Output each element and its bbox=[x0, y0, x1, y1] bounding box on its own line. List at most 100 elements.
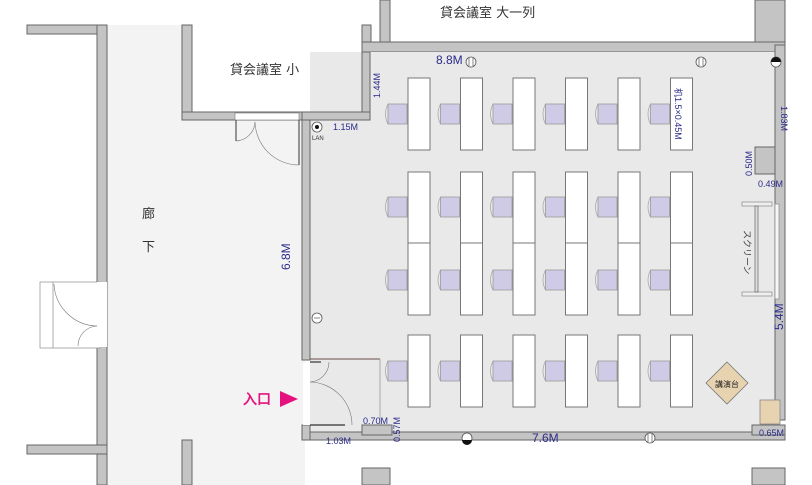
chair-back bbox=[490, 360, 494, 382]
desk bbox=[407, 171, 431, 244]
pillar bbox=[361, 424, 393, 436]
desk bbox=[565, 242, 588, 316]
dim-width-bottom: 7.6M bbox=[532, 431, 559, 445]
desk bbox=[670, 242, 693, 316]
chair bbox=[597, 196, 618, 218]
wall bbox=[301, 111, 311, 361]
chair-back bbox=[647, 360, 651, 382]
chair-back bbox=[490, 269, 494, 291]
chair bbox=[545, 360, 565, 382]
wall bbox=[301, 111, 371, 121]
chair bbox=[387, 103, 408, 125]
chair-back bbox=[437, 196, 441, 218]
chair-back bbox=[542, 103, 546, 125]
lan-label: LAN bbox=[312, 136, 324, 142]
chair bbox=[492, 196, 513, 218]
chair bbox=[545, 103, 565, 125]
podium-label: 講演台 bbox=[715, 379, 739, 389]
wall bbox=[379, 0, 391, 46]
chair bbox=[545, 269, 565, 291]
dim-1-83: 1.83M bbox=[779, 106, 789, 131]
floor-outlet-icon bbox=[770, 56, 782, 68]
wall bbox=[361, 51, 371, 121]
chair bbox=[492, 103, 513, 125]
dim-0-50: 0.50M bbox=[744, 151, 754, 176]
desk bbox=[407, 242, 431, 316]
dim-height-left: 6.8M bbox=[279, 243, 293, 270]
desk bbox=[670, 334, 693, 408]
plan-title: 貸会議室 大一列 bbox=[440, 5, 535, 21]
chair-back bbox=[437, 360, 441, 382]
dim-width-top: 8.8M bbox=[436, 53, 463, 67]
chair-back bbox=[595, 103, 599, 125]
chair bbox=[545, 196, 565, 218]
chair bbox=[650, 269, 670, 291]
desk bbox=[565, 334, 588, 408]
chair bbox=[492, 269, 513, 291]
chair-back bbox=[385, 196, 389, 218]
lan-port-icon bbox=[311, 121, 323, 133]
adjacent-room bbox=[390, 0, 755, 42]
chair bbox=[440, 103, 460, 125]
dim-1-44: 1.44M bbox=[372, 73, 382, 98]
dim-1-03: 1.03M bbox=[326, 436, 351, 446]
desk bbox=[460, 171, 483, 244]
entrance-arrow-icon bbox=[280, 391, 298, 407]
dim-0-70: 0.70M bbox=[363, 416, 388, 426]
chair bbox=[650, 196, 670, 218]
corridor-label-2: 下 bbox=[142, 240, 155, 255]
chair-back bbox=[385, 269, 389, 291]
wall bbox=[361, 467, 391, 485]
entrance-vestibule bbox=[303, 358, 381, 426]
dim-0-57: 0.57M bbox=[392, 417, 402, 442]
desk bbox=[565, 77, 588, 151]
chair bbox=[597, 103, 618, 125]
chair-back bbox=[647, 103, 651, 125]
outlet-icon bbox=[465, 56, 477, 68]
chair bbox=[492, 360, 513, 382]
chair bbox=[387, 269, 408, 291]
dim-height-right: 5.4M bbox=[772, 303, 786, 330]
dim-0-49: 0.49M bbox=[758, 179, 783, 189]
chair-back bbox=[542, 360, 546, 382]
podium bbox=[705, 361, 749, 405]
chair-back bbox=[595, 196, 599, 218]
screen-label: スクリーン bbox=[741, 230, 752, 275]
furniture bbox=[385, 77, 693, 408]
desk bbox=[512, 171, 536, 244]
desk bbox=[670, 77, 693, 151]
chair-back bbox=[647, 269, 651, 291]
chair bbox=[650, 360, 670, 382]
desk bbox=[617, 242, 641, 316]
chair-back bbox=[595, 269, 599, 291]
outlet-icon bbox=[644, 432, 656, 444]
chair bbox=[440, 269, 460, 291]
wall bbox=[96, 24, 108, 485]
wall bbox=[301, 424, 311, 441]
pillar bbox=[751, 424, 786, 436]
floor-outlet-icon bbox=[461, 432, 473, 445]
dim-1-15: 1.15M bbox=[333, 122, 358, 132]
chair-back bbox=[647, 196, 651, 218]
chair bbox=[650, 103, 670, 125]
desk bbox=[407, 77, 431, 151]
wall bbox=[181, 439, 193, 485]
chair-back bbox=[385, 360, 389, 382]
wall bbox=[181, 24, 193, 121]
outlet-icon bbox=[311, 312, 323, 324]
entrance-label: 入口 bbox=[243, 392, 271, 408]
chair bbox=[387, 196, 408, 218]
desk bbox=[512, 334, 536, 408]
wall bbox=[361, 41, 786, 53]
chair bbox=[440, 360, 460, 382]
dim-0-65: 0.65M bbox=[759, 428, 784, 438]
chair bbox=[387, 360, 408, 382]
side-door bbox=[39, 281, 107, 349]
chair-back bbox=[385, 103, 389, 125]
desk bbox=[617, 334, 641, 408]
chair-back bbox=[490, 196, 494, 218]
desk bbox=[617, 171, 641, 244]
chair-back bbox=[542, 269, 546, 291]
wall bbox=[26, 444, 108, 455]
